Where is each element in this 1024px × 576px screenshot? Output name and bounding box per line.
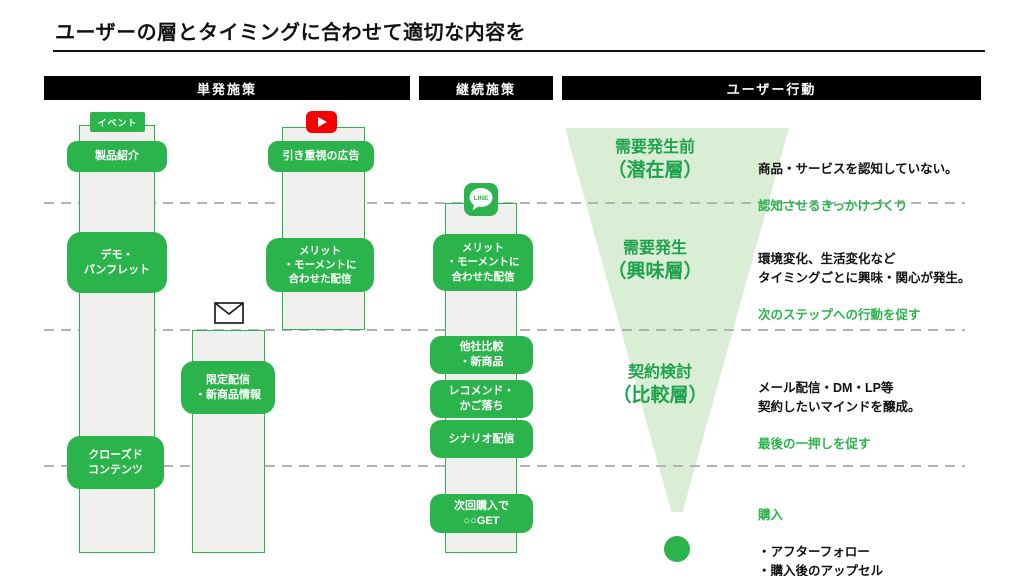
box-recommend-cart: レコメンド・ かご落ち <box>430 380 533 418</box>
purchase-note: ・アフターフォロー ・購入後のアップセル <box>758 545 884 576</box>
box-product-intro: 製品紹介 <box>67 141 167 172</box>
page-title: ユーザーの層とタイミングに合わせて適切な内容を <box>55 22 527 44</box>
funnel-end-dot <box>664 536 690 562</box>
stage-3-name: 契約検討 <box>627 364 692 381</box>
annotation-1-note: 商品・サービスを認知していない。 <box>758 161 958 176</box>
box-pull-ads: 引き重視の広告 <box>268 141 374 172</box>
line-app-icon: LINE <box>464 183 498 221</box>
box-scenario-delivery: シナリオ配信 <box>430 420 533 458</box>
annotation-3-action: 最後の一押しを促す <box>758 437 871 451</box>
box-merit-moment-line: メリット ・モーメントに 合わせた配信 <box>433 234 533 291</box>
box-demo-pamphlet: デモ・ パンフレット <box>67 232 167 293</box>
stage-3-layer: （比較層） <box>612 385 708 407</box>
annotation-stage-1: 商品・サービスを認知していない。 認知させるきっかけづくり <box>758 141 1018 235</box>
annotation-1-action: 認知させるきっかけづくり <box>758 199 908 214</box>
box-next-purchase: 次回購入で ○○GET <box>430 494 533 533</box>
box-limited-delivery: 限定配信 ・新商品情報 <box>181 361 275 414</box>
annotation-3-note: メール配信・DM・LP等 契約したいマインドを醸成。 <box>758 380 921 414</box>
box-competitor-compare: 他社比較 ・新商品 <box>430 336 533 374</box>
annotation-purchase: 購入 ・アフターフォロー ・購入後のアップセル <box>758 487 1018 576</box>
annotation-2-note: 環境変化、生活変化など タイミングごとに興味・関心が発生。 <box>758 251 971 285</box>
stage-1-layer: （潜在層） <box>607 160 703 182</box>
header-user-behavior-label: ユーザー行動 <box>726 81 817 97</box>
purchase-title: 購入 <box>758 507 784 522</box>
funnel-stage-1-label: 需要発生前 （潜在層） <box>565 136 745 184</box>
stage-1-name: 需要発生前 <box>614 139 695 156</box>
youtube-icon <box>306 111 337 133</box>
title-underline <box>53 50 985 52</box>
box-merit-moment-youtube: メリット ・モーメントに 合わせた配信 <box>266 238 374 292</box>
header-continuous-measures: 継続施策 <box>419 76 553 100</box>
header-one-time-measures: 単発施策 <box>44 76 410 100</box>
header-user-behavior: ユーザー行動 <box>562 76 981 100</box>
annotation-stage-3: メール配信・DM・LP等 契約したいマインドを醸成。 最後の一押しを促す <box>758 360 1018 473</box>
funnel-stage-2-label: 需要発生 （興味層） <box>565 237 745 285</box>
funnel-stage-3-label: 契約検討 （比較層） <box>570 361 750 409</box>
funnel-shape <box>565 128 789 512</box>
header-one-time-label: 単発施策 <box>196 81 257 97</box>
line-icon-label: LINE <box>474 195 489 202</box>
play-triangle-icon <box>318 117 327 127</box>
box-closed-content: クローズド コンテンツ <box>67 436 164 489</box>
header-continuous-label: 継続施策 <box>455 81 516 97</box>
event-tag: イベント <box>90 112 145 132</box>
annotation-stage-2: 環境変化、生活変化など タイミングごとに興味・関心が発生。 次のステップへの行動… <box>758 231 1024 344</box>
stage-2-layer: （興味層） <box>607 261 703 283</box>
annotation-2-action: 次のステップへの行動を促す <box>758 308 921 322</box>
stage-2-name: 需要発生 <box>622 240 687 257</box>
mail-icon <box>214 302 244 329</box>
